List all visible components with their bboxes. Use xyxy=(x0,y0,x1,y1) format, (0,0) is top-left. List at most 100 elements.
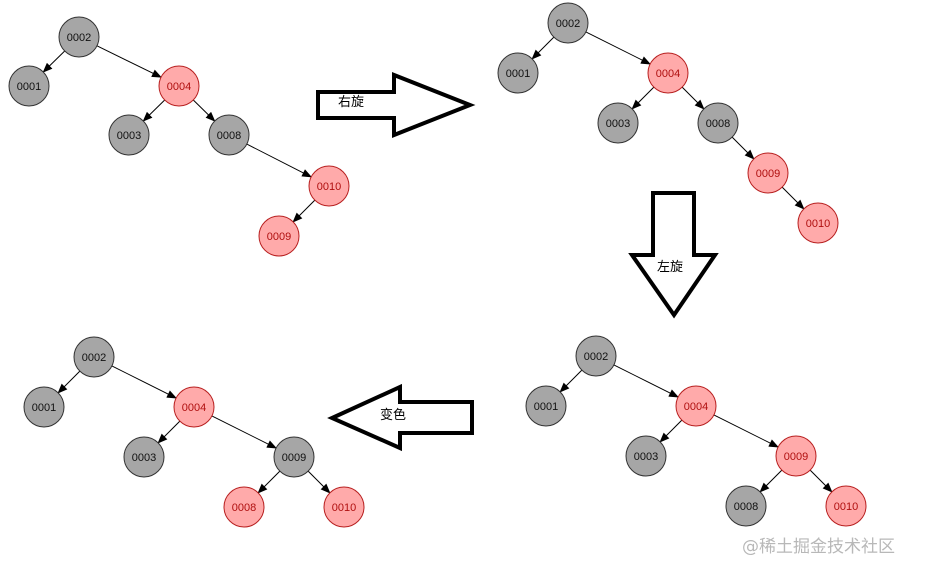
node-label: 0009 xyxy=(282,452,306,464)
black-node-circle xyxy=(697,102,739,144)
tree-edge-0002-0004 xyxy=(111,365,178,399)
black-node-circle xyxy=(625,435,667,477)
black-node-circle xyxy=(597,102,639,144)
tree-node-0004: 0004 xyxy=(158,65,200,107)
tree-edge-0004-0003 xyxy=(659,419,683,443)
tree-edge-0002-0001 xyxy=(42,50,66,73)
node-label: 0009 xyxy=(267,231,291,243)
tree-node-0003: 0003 xyxy=(108,114,150,156)
tree-edge-0004-0003 xyxy=(142,99,166,122)
node-label: 0008 xyxy=(217,130,241,142)
node-label: 0001 xyxy=(17,81,41,93)
node-label: 0004 xyxy=(167,81,191,93)
red-node-circle xyxy=(775,435,817,477)
black-node-circle xyxy=(725,485,767,527)
tree-edge-0004-0003 xyxy=(157,420,181,444)
node-label: 0004 xyxy=(182,402,206,414)
node-label: 0010 xyxy=(332,502,356,514)
tree-node-0002: 0002 xyxy=(73,336,115,378)
red-node-circle xyxy=(308,165,350,207)
left-rotate-label: 左旋 xyxy=(657,260,683,275)
red-node-circle xyxy=(747,152,789,194)
node-label: 0004 xyxy=(684,401,708,413)
tree-node-0003: 0003 xyxy=(597,102,639,144)
tree-node-0002: 0002 xyxy=(575,335,617,377)
tree-initial: 0002 0001 0004 0003 0008 0010 0009 xyxy=(8,16,350,257)
tree-node-0001: 0001 xyxy=(525,385,567,427)
right-rotate-step: 右旋 xyxy=(316,72,476,138)
tree-edge-0009-0010 xyxy=(781,186,805,210)
node-label: 0003 xyxy=(606,118,630,130)
black-node-circle xyxy=(575,335,617,377)
tree-node-0001: 0001 xyxy=(23,386,65,428)
tree-edge-0010-0009 xyxy=(292,199,316,223)
tree-edge-0004-0009 xyxy=(713,414,780,448)
tree-node-0001: 0001 xyxy=(8,65,50,107)
node-label: 0003 xyxy=(634,451,658,463)
tree-node-0009: 0009 xyxy=(747,152,789,194)
down-arrow-shape xyxy=(628,191,719,319)
node-label: 0008 xyxy=(232,502,256,514)
tree-node-0008: 0008 xyxy=(725,485,767,527)
tree-node-0010: 0010 xyxy=(825,485,867,527)
red-node-circle xyxy=(173,386,215,428)
tree-node-0002: 0002 xyxy=(547,2,589,44)
black-node-circle xyxy=(273,436,315,478)
recolor-step: 变色 xyxy=(327,383,474,452)
red-node-circle xyxy=(323,486,365,528)
tree-node-0002: 0002 xyxy=(58,16,100,58)
node-label: 0008 xyxy=(734,501,758,513)
black-node-circle xyxy=(23,386,65,428)
tree-edge-0004-0003 xyxy=(631,86,655,110)
red-node-circle xyxy=(158,65,200,107)
tree-edge-0009-0010 xyxy=(307,470,331,494)
node-label: 0010 xyxy=(834,501,858,513)
tree-edge-0004-0008 xyxy=(681,86,705,110)
red-node-circle xyxy=(825,485,867,527)
tree-node-0008: 0008 xyxy=(697,102,739,144)
tree-node-0001: 0001 xyxy=(497,52,539,94)
black-node-circle xyxy=(108,114,150,156)
tree-node-0009: 0009 xyxy=(273,436,315,478)
tree-node-0004: 0004 xyxy=(173,386,215,428)
left-arrow-shape xyxy=(327,383,474,452)
node-label: 0010 xyxy=(806,218,830,230)
node-label: 0003 xyxy=(117,130,141,142)
tree-edge-0009-0008 xyxy=(759,469,783,493)
red-node-circle xyxy=(223,486,265,528)
red-node-circle xyxy=(675,385,717,427)
black-node-circle xyxy=(547,2,589,44)
watermark: @稀土掘金技术社区 xyxy=(742,537,895,557)
black-node-circle xyxy=(73,336,115,378)
tree-edge-0008-0010 xyxy=(246,143,313,178)
node-label: 0009 xyxy=(784,451,808,463)
black-node-circle xyxy=(497,52,539,94)
tree-edge-0002-0001 xyxy=(531,36,555,60)
red-node-circle xyxy=(647,52,689,94)
black-node-circle xyxy=(525,385,567,427)
node-label: 0002 xyxy=(67,32,91,44)
left-rotate-step: 左旋 xyxy=(628,191,719,319)
right-arrow-shape xyxy=(316,72,476,138)
tree-edge-0008-0009 xyxy=(731,136,755,160)
right-rotate-label: 右旋 xyxy=(338,95,364,110)
tree-node-0010: 0010 xyxy=(308,165,350,207)
tree-edge-0002-0001 xyxy=(559,369,583,393)
black-node-circle xyxy=(208,114,250,156)
tree-edge-0002-0004 xyxy=(613,364,680,398)
tree-node-0009: 0009 xyxy=(258,215,300,257)
tree-edge-0002-0004 xyxy=(96,45,162,78)
tree-node-0008: 0008 xyxy=(223,486,265,528)
tree-edge-0002-0004 xyxy=(585,31,652,65)
tree-edge-0004-0008 xyxy=(192,99,216,122)
node-label: 0009 xyxy=(756,168,780,180)
node-label: 0002 xyxy=(556,18,580,30)
tree-node-0010: 0010 xyxy=(323,486,365,528)
tree-node-0003: 0003 xyxy=(625,435,667,477)
tree-node-0004: 0004 xyxy=(675,385,717,427)
black-node-circle xyxy=(58,16,100,58)
